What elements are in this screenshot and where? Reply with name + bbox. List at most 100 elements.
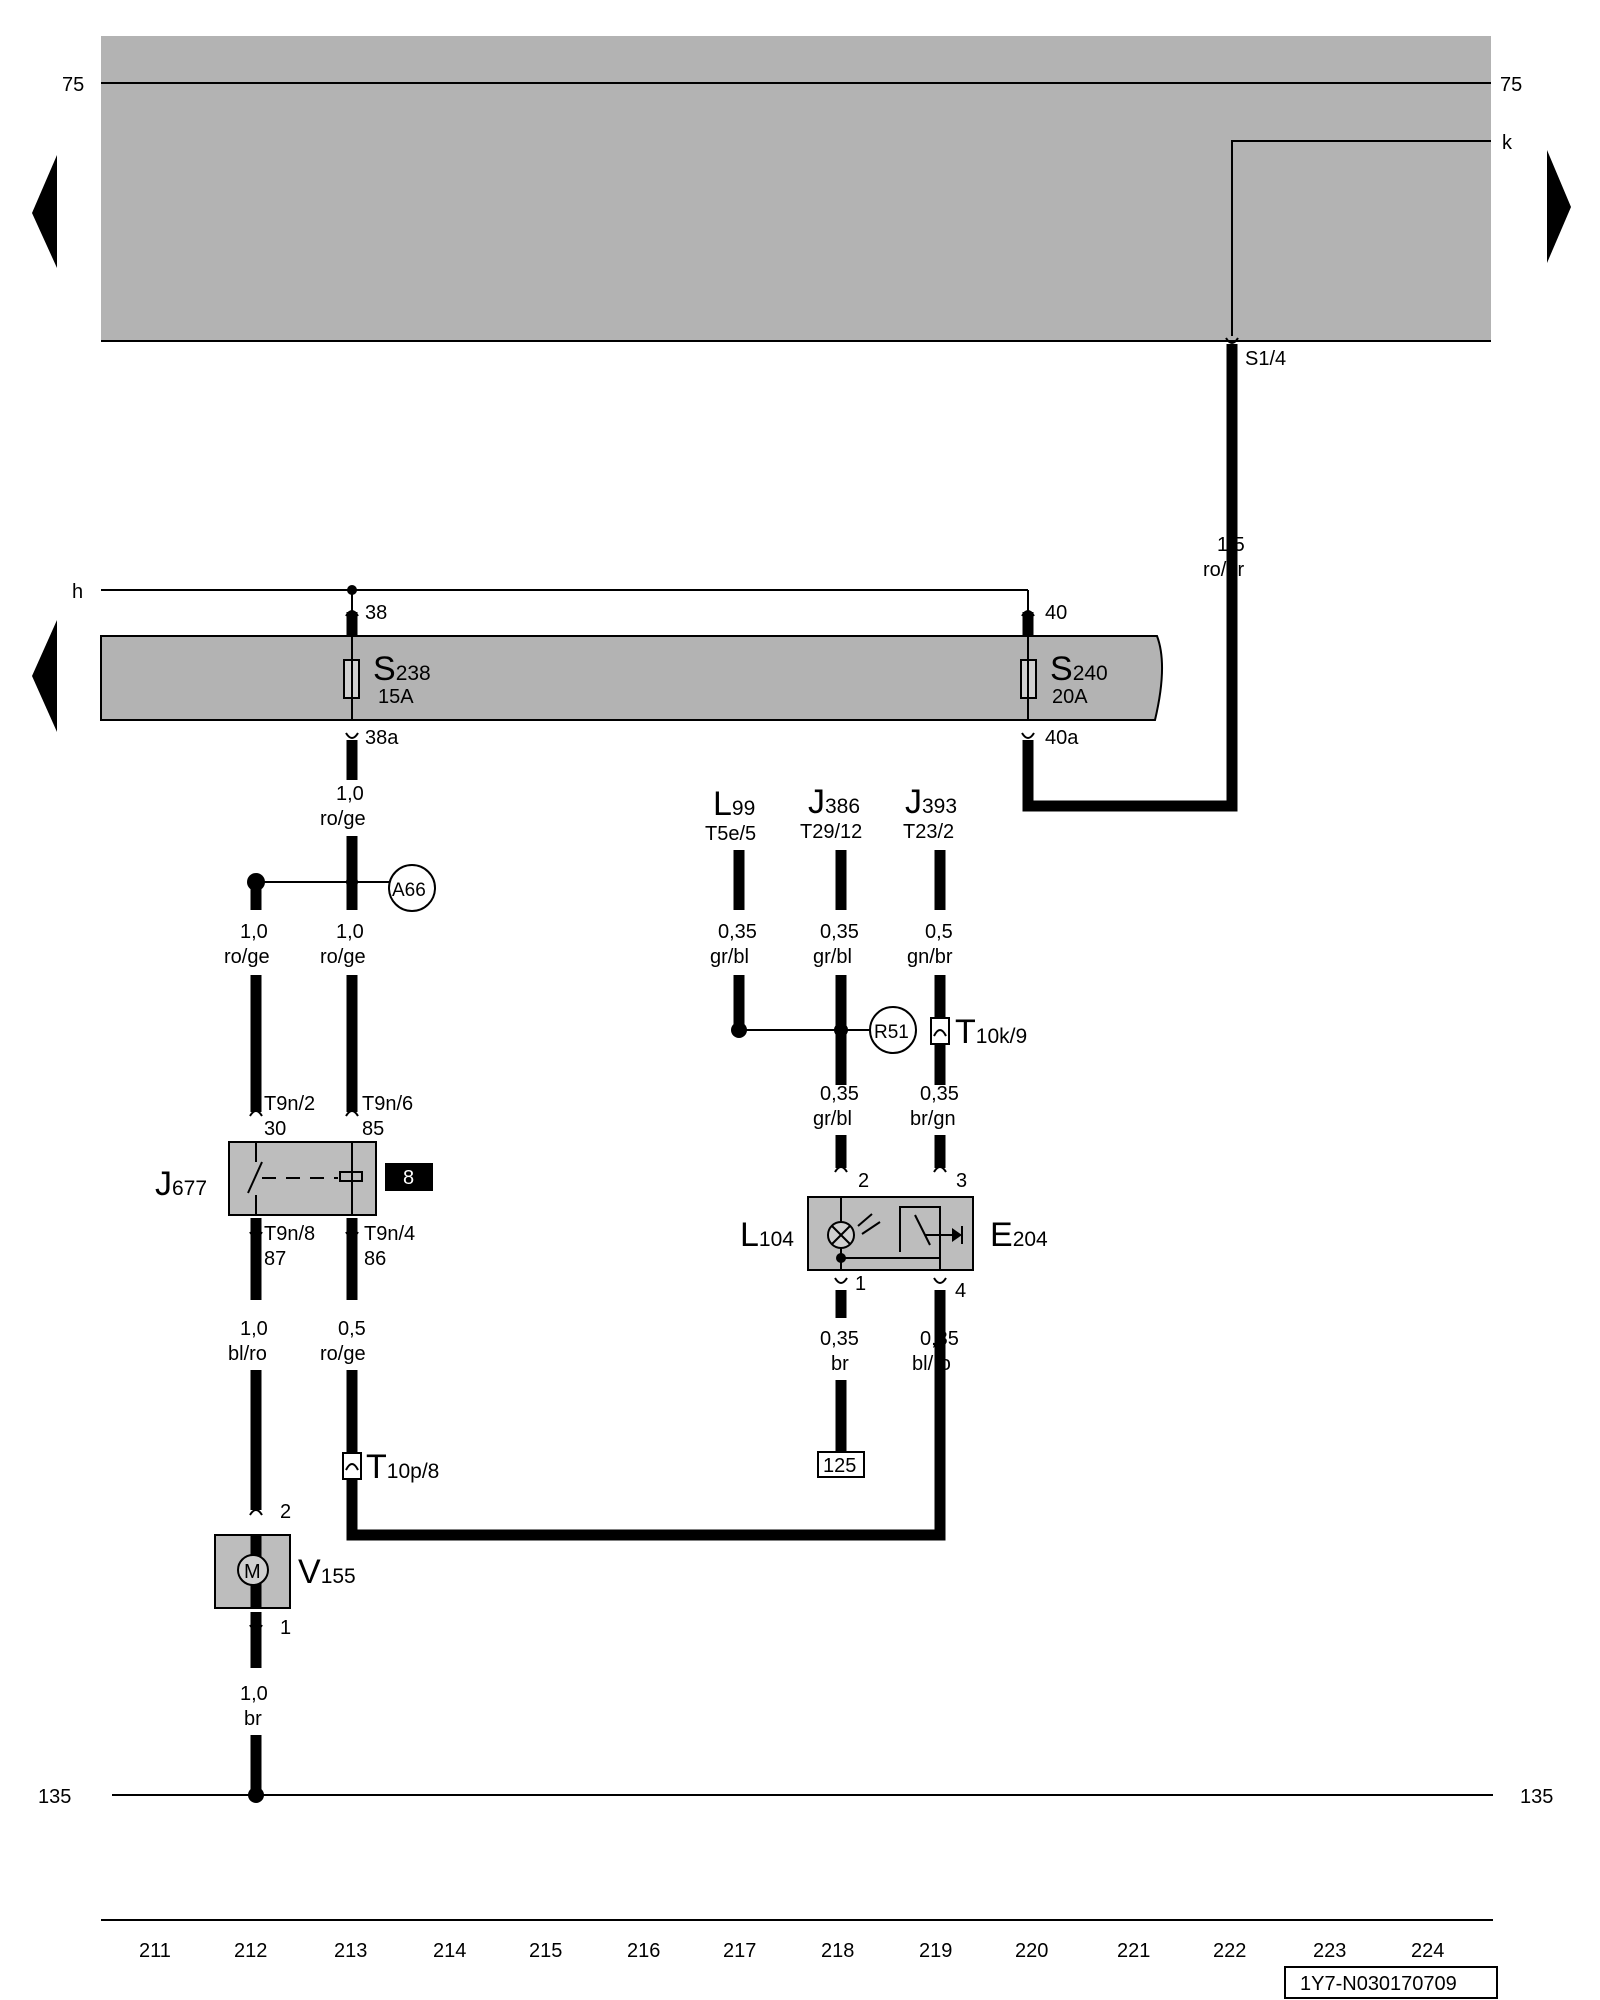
top-panel: [101, 36, 1491, 341]
connector-e204-pin3-symbol: [933, 1166, 947, 1173]
connector-40a-label: 40a: [1045, 727, 1079, 749]
connector-t9n2-label: T9n/2: [264, 1093, 315, 1115]
rail-135-left-label: 135: [38, 1786, 71, 1808]
rail-k: [1231, 140, 1491, 336]
switch-e204-label: E204: [990, 1216, 1048, 1254]
wire-219b-size: 0,35: [920, 1083, 959, 1105]
relay-j677: [228, 1141, 377, 1216]
rail-135-right-label: 135: [1520, 1786, 1553, 1808]
component-j386-pin: T29/12: [800, 821, 862, 843]
column-label-217: 217: [723, 1940, 756, 1962]
column-label-224: 224: [1411, 1940, 1444, 1962]
connector-38a-symbol: [345, 732, 359, 739]
wire-217-color: gr/bl: [710, 946, 749, 968]
connector-t10p-label: T10p/8: [366, 1448, 439, 1486]
fuse-panel: [100, 635, 1163, 721]
connector-38-symbol: [345, 610, 359, 617]
connector-40-label: 40: [1045, 602, 1067, 624]
connector-l104-pin1-symbol: [834, 1277, 848, 1284]
wire-212b-color: bl/ro: [228, 1343, 267, 1365]
motor-v155-symbol: [237, 1554, 269, 1586]
column-label-215: 215: [529, 1940, 562, 1962]
component-l99-pin: T5e/5: [705, 823, 756, 845]
wire-213b-color: ro/ge: [320, 946, 366, 968]
motor-v155-m: M: [244, 1561, 261, 1583]
lamp-l104-label: L104: [740, 1216, 794, 1254]
wire-219a-color: gn/br: [907, 946, 953, 968]
component-l99-label: L99: [713, 785, 755, 823]
component-j386-label: J386: [808, 783, 860, 821]
relay-j677-switch: [247, 1161, 263, 1194]
relay-j677-location-badge: [385, 1163, 433, 1191]
wire-222-size: 1,5: [1217, 534, 1245, 556]
connector-t9n2-pin: 30: [264, 1118, 286, 1140]
motor-v155-label: V155: [298, 1553, 356, 1591]
connector-e204-pin4-symbol: [933, 1277, 947, 1284]
column-label-211: 211: [139, 1940, 171, 1962]
page-right-arrow-icon[interactable]: [1547, 150, 1571, 263]
wire-212-size: 1,0: [240, 921, 268, 943]
wire-218a-color: gr/bl: [813, 946, 852, 968]
connector-l104-pin2: 2: [858, 1170, 869, 1192]
connector-s1-4-label: S1/4: [1245, 348, 1286, 370]
connector-l104-pin1: 1: [855, 1273, 866, 1295]
joint-a66-circle: [388, 864, 436, 912]
fuse-s240-label: S240: [1050, 650, 1108, 688]
connector-e204-pin3: 3: [956, 1170, 967, 1192]
connector-t9n8-label: T9n/8: [264, 1223, 315, 1245]
wire-222-color: ro/br: [1203, 559, 1244, 581]
connector-t10k-label: T10k/9: [955, 1013, 1027, 1051]
column-label-214: 214: [433, 1940, 466, 1962]
wire-219c-color: bl/ro: [912, 1353, 951, 1375]
connector-e204-pin4: 4: [955, 1280, 966, 1302]
rail-75-left-label: 75: [62, 74, 84, 96]
fuse-s240-rating: 20A: [1052, 686, 1088, 708]
page-left-arrow-icon[interactable]: [32, 155, 57, 268]
connector-38a-label: 38a: [365, 727, 399, 749]
connector-t9n4-pin: 86: [364, 1248, 386, 1270]
joint-a66-label: A66: [392, 880, 426, 901]
connector-v155-pin2: 2: [280, 1501, 291, 1523]
joint-r51-circle: [869, 1006, 917, 1054]
connector-t9n8-pin: 87: [264, 1248, 286, 1270]
wire-219a-size: 0,5: [925, 921, 953, 943]
column-label-223: 223: [1313, 1940, 1346, 1962]
connector-t9n4-label: T9n/4: [364, 1223, 415, 1245]
ref-125-box: [817, 1451, 865, 1478]
connector-s1-4-symbol: [1225, 337, 1239, 344]
wire-213c-color: ro/ge: [320, 1343, 366, 1365]
joint-r51-dot-218: [834, 1023, 848, 1037]
column-label-221: 221: [1117, 1940, 1150, 1962]
wire-219c-size: 0,35: [920, 1328, 959, 1350]
column-label-212: 212: [234, 1940, 267, 1962]
rail-135-junction: [248, 1787, 264, 1803]
drawing-id-box: [1284, 1966, 1498, 1999]
column-label-218: 218: [821, 1940, 854, 1962]
wire-217-size: 0,35: [718, 921, 757, 943]
wire-218a-size: 0,35: [820, 921, 859, 943]
wire-213a-color: ro/ge: [320, 808, 366, 830]
wire-213c-size: 0,5: [338, 1318, 366, 1340]
wire-212c-size: 1,0: [240, 1683, 268, 1705]
fuse-s238-label: S238: [373, 650, 431, 688]
connector-l104-pin2-symbol: [834, 1166, 848, 1173]
connector-38-label: 38: [365, 602, 387, 624]
connector-40a-symbol: [1021, 732, 1035, 739]
joint-r51-label: R51: [874, 1022, 909, 1043]
connector-t10p-symbol: [342, 1452, 362, 1480]
joint-a66-dot-213: [346, 876, 358, 888]
column-label-222: 222: [1213, 1940, 1246, 1962]
wire-212c-color: br: [244, 1708, 262, 1730]
wire-219b-color: br/gn: [910, 1108, 956, 1130]
column-label-213: 213: [334, 1940, 367, 1962]
wire-212-color: ro/ge: [224, 946, 270, 968]
drawing-id: 1Y7-N030170709: [1300, 1973, 1457, 1995]
wire-222: [1022, 344, 1238, 812]
connector-v155-pin1: 1: [280, 1617, 291, 1639]
relay-j677-label: J677: [155, 1165, 207, 1203]
fuse-panel-left-arrow-icon[interactable]: [32, 620, 57, 732]
column-label-219: 219: [919, 1940, 952, 1962]
wire-212b-size: 1,0: [240, 1318, 268, 1340]
